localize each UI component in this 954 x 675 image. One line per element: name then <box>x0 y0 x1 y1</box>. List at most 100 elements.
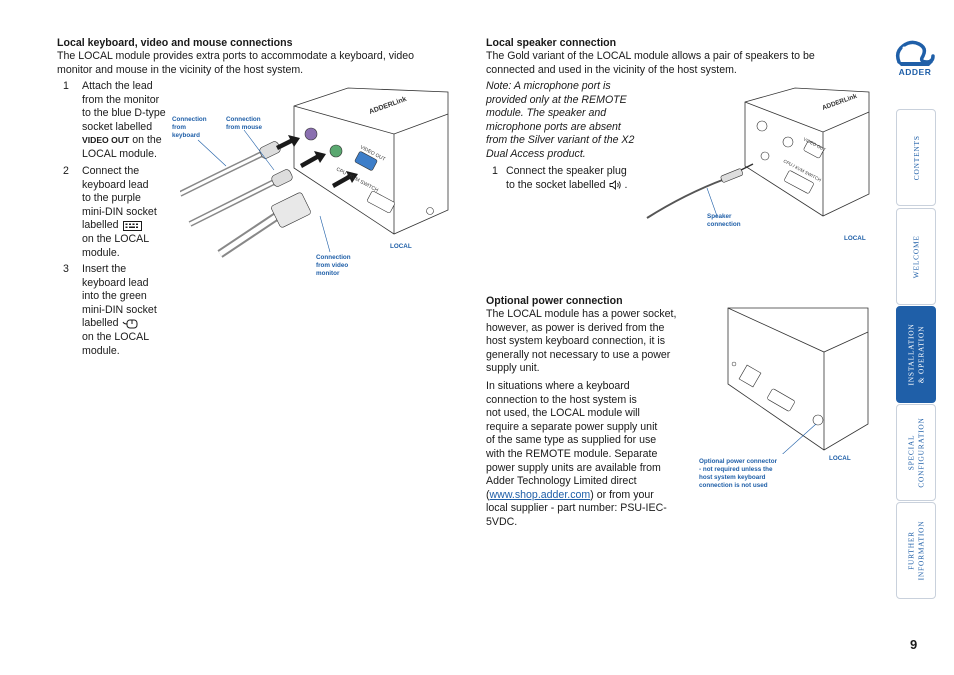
speaker-intro-line-2: connected and used in the vicinity of th… <box>486 64 737 76</box>
caption-line: from mouse <box>226 124 263 131</box>
tab-label: WELCOME <box>911 235 921 278</box>
step-line: Connect the speaker plug <box>506 165 627 177</box>
step-line: to the purple <box>82 192 141 205</box>
kvm-intro-line-2: monitor and mouse in the vicinity of the… <box>57 64 304 76</box>
kvm-connection-illustration: ADDERLink VIDEO OUT CPU / KVM SWITCH <box>180 87 449 258</box>
step-line: module. <box>82 344 120 357</box>
caption-line: Connection <box>172 116 207 123</box>
power-paragraph-2: In situations where a keyboard connectio… <box>486 380 667 530</box>
caption-mouse: Connection from mouse <box>226 116 262 132</box>
step-number: 1 <box>63 80 69 92</box>
caption-power-local: LOCAL <box>829 455 851 462</box>
step-number: 1 <box>492 165 498 177</box>
note-line: microphone ports are absent <box>486 120 621 133</box>
power-connection-illustration <box>727 307 869 454</box>
para-line: host system keyboard connection, it is <box>486 335 666 348</box>
caption-speaker-local: LOCAL <box>844 235 866 242</box>
caption-keyboard: Connection from keyboard <box>172 116 207 140</box>
step-line: to the socket labelled . <box>506 179 627 193</box>
tab-welcome[interactable]: WELCOME <box>896 208 936 305</box>
step-line: from the monitor <box>82 93 160 106</box>
step-line: labelled <box>82 219 157 233</box>
speaker-icon <box>609 180 621 191</box>
note-line: module. The speaker and <box>486 107 607 120</box>
step-line: VIDEO OUT on the <box>82 134 166 148</box>
caption-speaker: Speaker connection <box>707 213 741 229</box>
caption-line: Connection <box>226 116 261 123</box>
para-line: power supply units are available from <box>486 461 661 474</box>
adder-logo[interactable]: ADDER <box>893 38 937 78</box>
speaker-intro-line-1: The Gold variant of the LOCAL module all… <box>486 50 815 62</box>
kvm-step-2: 2 Connect the keyboard lead to the purpl… <box>63 165 178 261</box>
adder-snake-icon <box>895 40 935 66</box>
step-number: 2 <box>63 165 69 177</box>
kvm-step-1: 1 Attach the lead from the monitor to th… <box>63 80 178 164</box>
tab-label: INSTALLATION& OPERATION <box>906 323 926 386</box>
note-line: Dual Access product. <box>486 147 586 160</box>
page-number: 9 <box>910 637 918 652</box>
para-line: supply unit. <box>486 362 540 375</box>
kvm-step-3: 3 Insert the keyboard lead into the gree… <box>63 263 178 359</box>
kvm-intro-line-1: The LOCAL module provides extra ports to… <box>57 50 415 62</box>
step-line-label: labelled <box>82 317 119 330</box>
caption-line: Connection <box>316 254 351 261</box>
step-line: to the blue D-type <box>82 107 166 120</box>
para-line: of the same type as supplied for use <box>486 434 657 447</box>
caption-line: monitor <box>316 270 340 277</box>
step-line-label: labelled <box>82 219 119 232</box>
step-line: LOCAL module. <box>82 147 157 160</box>
step-line: Attach the lead <box>82 80 153 92</box>
para-line: The LOCAL module has a power socket, <box>486 308 677 320</box>
step-line: socket labelled <box>82 120 153 133</box>
para-line: with the REMOTE module. Separate <box>486 447 658 460</box>
caption-line: connection is not used <box>699 482 768 489</box>
power-paragraph-1: The LOCAL module has a power socket, how… <box>486 308 676 376</box>
note-line: from the Silver variant of the X2 <box>486 134 635 147</box>
para-line: not used, the LOCAL module will <box>486 407 640 420</box>
step-number: 3 <box>63 263 69 275</box>
caption-video: Connection from video monitor <box>316 254 351 278</box>
caption-line: keyboard <box>172 132 200 139</box>
para-line: require a separate power supply unit <box>486 420 658 433</box>
caption-line: from video <box>316 262 349 269</box>
paren-open: ( <box>486 488 490 501</box>
step-line-label: to the socket labelled <box>506 178 606 191</box>
para-line: (www.shop.adder.com) or from your <box>486 489 667 503</box>
keyboard-icon <box>122 221 142 232</box>
caption-local: LOCAL <box>390 243 412 250</box>
para-line: In situations where a keyboard <box>486 380 630 392</box>
para-line: generally not necessary to use a power <box>486 348 671 361</box>
caption-line: connection <box>707 221 741 228</box>
section-heading-speaker: Local speaker connection <box>486 37 617 49</box>
para-line: 5VDC. <box>486 515 518 528</box>
caption-line: host system keyboard <box>699 474 766 481</box>
caption-line: Optional power connector <box>699 458 778 465</box>
video-out-label: VIDEO OUT <box>82 135 130 146</box>
step-line: mini-DIN socket <box>82 205 157 218</box>
tab-contents[interactable]: CONTENTS <box>896 109 936 206</box>
step-line-tail: on the <box>129 134 162 147</box>
adder-wordmark: ADDER <box>898 67 932 77</box>
para-line: connection to the host system is <box>486 393 637 406</box>
tab-label: CONTENTS <box>911 135 921 180</box>
para-line: local supplier - part number: PSU-IEC- <box>486 502 667 515</box>
step-line: on the LOCAL <box>82 330 150 343</box>
tab-installation-operation[interactable]: INSTALLATION& OPERATION <box>896 306 936 403</box>
step-line: keyboard lead <box>82 178 149 191</box>
para-line-tail: ) or from your <box>590 488 654 501</box>
caption-line: Speaker <box>707 213 732 220</box>
caption-line: from <box>172 124 186 131</box>
period: . <box>624 178 628 191</box>
step-line: into the green <box>82 290 147 303</box>
para-line: however, as power is derived from the <box>486 321 665 334</box>
caption-optional-power: Optional power connector - not required … <box>699 458 777 490</box>
shop-link[interactable]: www.shop.adder.com <box>489 488 591 501</box>
step-line: Insert the <box>82 263 127 275</box>
step-line: on the LOCAL <box>82 232 150 245</box>
step-line: Connect the <box>82 165 140 177</box>
speaker-step-1: 1 Connect the speaker plug to the socket… <box>492 165 642 193</box>
